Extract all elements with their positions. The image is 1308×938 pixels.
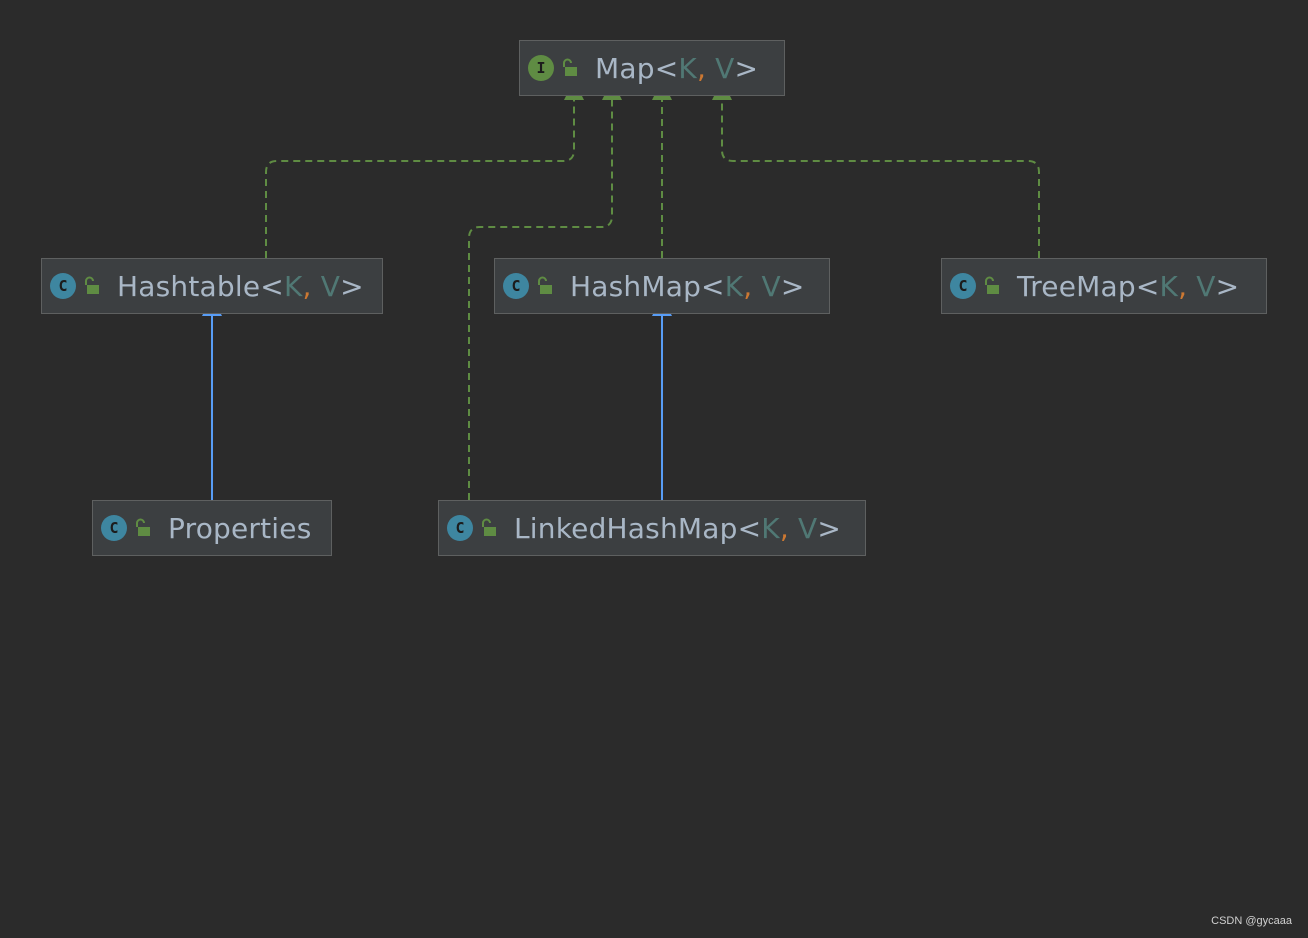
generic-open: < xyxy=(654,51,679,85)
class-name: Map xyxy=(595,51,655,85)
type-param-separator: , xyxy=(743,269,753,303)
generic-open: < xyxy=(701,269,725,303)
unlocked-padlock-icon xyxy=(985,276,999,294)
type-param-separator: , xyxy=(1178,269,1188,303)
type-param-v: V xyxy=(706,51,735,85)
edge-linkedhashmap-implements-map xyxy=(468,80,622,500)
generic-close: > xyxy=(734,51,759,85)
node-label: HashMap<K, V> xyxy=(570,270,805,303)
node-properties[interactable]: C Properties xyxy=(92,500,332,556)
node-label: Map<K, V> xyxy=(595,52,758,85)
generic-close: > xyxy=(780,269,805,303)
edge-hashtable-implements-map xyxy=(265,80,584,258)
type-param-v: V xyxy=(1187,269,1216,303)
type-param-separator: , xyxy=(779,511,789,545)
class-name: Hashtable xyxy=(117,269,261,303)
type-param-k: K xyxy=(724,269,744,303)
class-icon: C xyxy=(447,515,473,541)
class-name: TreeMap xyxy=(1017,269,1136,303)
node-label: Properties xyxy=(168,512,312,545)
type-param-v: V xyxy=(311,269,341,303)
unlocked-padlock-icon xyxy=(482,518,496,536)
class-name: LinkedHashMap xyxy=(514,511,738,545)
edge-treemap-implements-map xyxy=(712,80,1040,258)
node-linkedhashmap[interactable]: C LinkedHashMap<K, V> xyxy=(438,500,866,556)
watermark: CSDN @gycaaa xyxy=(1211,915,1292,927)
type-param-separator: , xyxy=(696,51,707,85)
node-label: Hashtable<K, V> xyxy=(117,270,364,303)
type-param-k: K xyxy=(1159,269,1179,303)
node-label: LinkedHashMap<K, V> xyxy=(514,512,841,545)
generic-open: < xyxy=(1135,269,1160,303)
node-treemap[interactable]: C TreeMap<K, V> xyxy=(941,258,1267,314)
node-hashtable[interactable]: C Hashtable<K, V> xyxy=(41,258,383,314)
interface-icon: I xyxy=(528,55,554,81)
type-param-k: K xyxy=(678,51,697,85)
unlocked-padlock-icon xyxy=(136,518,150,536)
class-icon: C xyxy=(950,273,976,299)
type-param-v: V xyxy=(752,269,781,303)
class-icon: C xyxy=(50,273,76,299)
generic-close: > xyxy=(340,269,364,303)
unlocked-padlock-icon xyxy=(538,276,552,294)
unlocked-padlock-icon xyxy=(85,276,99,294)
node-label: TreeMap<K, V> xyxy=(1017,270,1239,303)
class-icon: C xyxy=(503,273,529,299)
node-hashmap[interactable]: C HashMap<K, V> xyxy=(494,258,830,314)
type-param-k: K xyxy=(283,269,303,303)
class-name: Properties xyxy=(168,511,312,545)
generic-open: < xyxy=(737,511,762,545)
type-param-v: V xyxy=(788,511,818,545)
unlocked-padlock-icon xyxy=(563,58,577,76)
node-map[interactable]: I Map<K, V> xyxy=(519,40,785,96)
generic-close: > xyxy=(817,511,842,545)
class-icon: C xyxy=(101,515,127,541)
generic-close: > xyxy=(1215,269,1240,303)
generic-open: < xyxy=(260,269,284,303)
class-name: HashMap xyxy=(570,269,702,303)
type-param-k: K xyxy=(761,511,780,545)
type-param-separator: , xyxy=(302,269,312,303)
